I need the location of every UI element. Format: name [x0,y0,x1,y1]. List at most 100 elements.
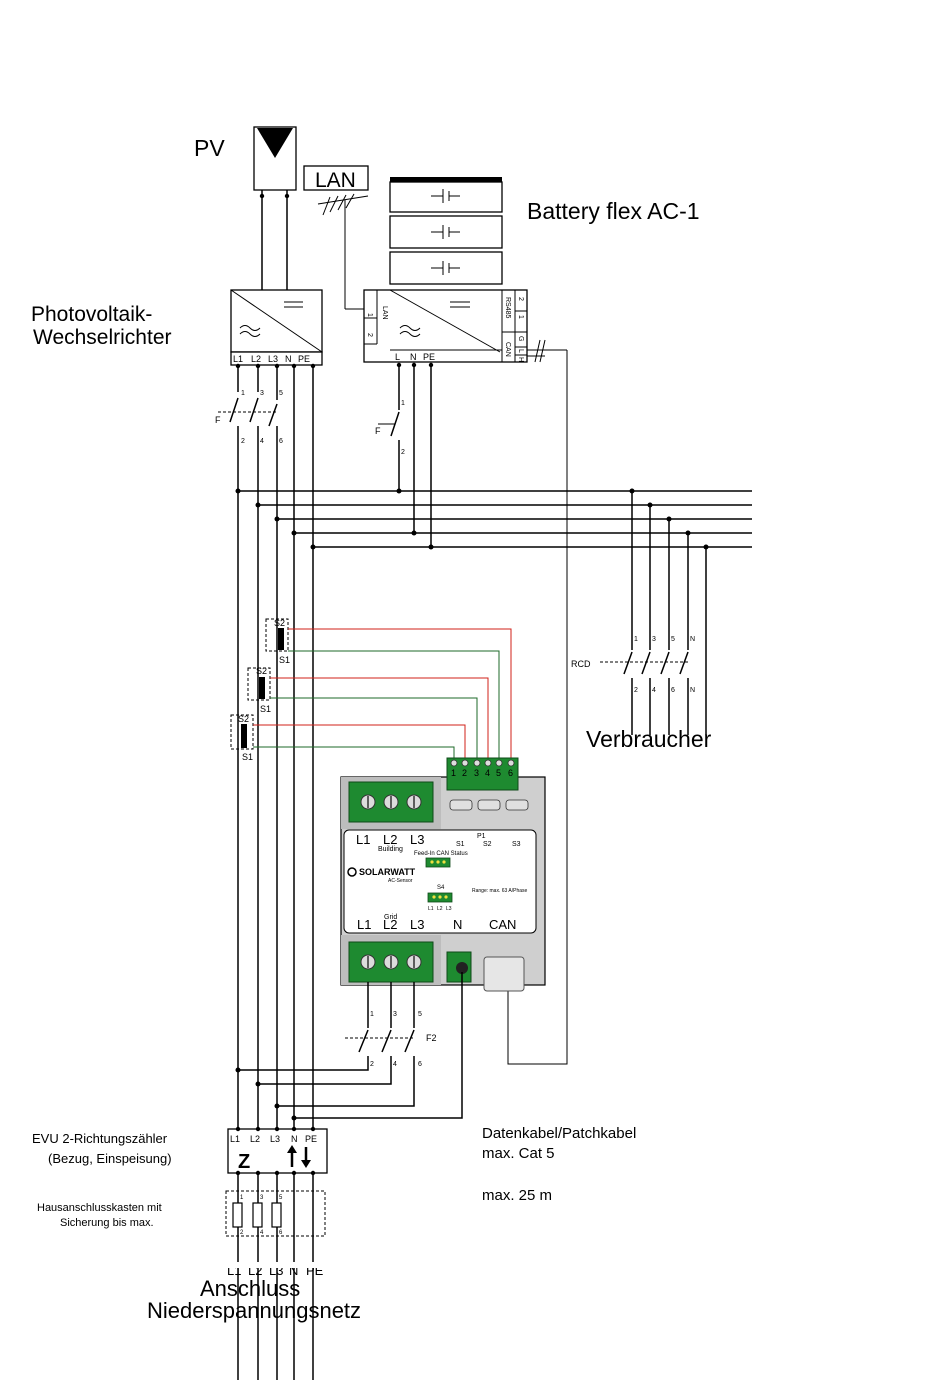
led-label-l2: L2 [437,906,443,912]
ac-sensor-module: 1 2 3 4 5 6 L1 L2 L3 Building P1 S1 S2 S… [340,757,546,992]
led-label-l3: L3 [446,906,452,912]
rcd-top-3: 3 [652,636,656,643]
fuse-f1-label: F [215,415,221,425]
house-connection-box: Hausanschlusskasten mit Sicherung bis ma… [37,1190,326,1237]
module-p1-label: P1 [477,833,486,840]
inverter-terminal-n: N [285,354,292,364]
module-button-3[interactable] [505,799,529,811]
battery-stack: Battery flex AC-1 [389,177,700,285]
rcd-bottom-6: 6 [671,687,675,694]
main-box-top-5: 5 [279,1195,283,1201]
main-box-title-line2: Sicherung bis max. [60,1217,154,1229]
meter-title-line2: (Bezug, Einspeisung) [48,1151,172,1166]
building-caption: Building [378,846,403,853]
module-s1-label: S1 [456,841,465,848]
meter-title-line1: EVU 2-Richtungszähler [32,1131,168,1146]
can-port[interactable] [483,956,525,992]
main-box-top-3: 3 [260,1195,264,1201]
brand-label: SOLARWATT [359,867,416,877]
rcd-bottom-n: N [690,687,695,694]
fuse-f-batt-bottom: 2 [401,449,405,456]
inverter-title-line2: Wechselrichter [33,326,172,349]
batt-inv-terminal-l: L [395,352,400,362]
fuse-f-batt-top: 1 [401,400,405,407]
batt-inv-lan-label: LAN [381,306,388,320]
energy-meter: EVU 2-Richtungszähler (Bezug, Einspeisun… [32,1126,328,1176]
pv-label: PV [194,135,225,161]
fuse-f2-bottom-4: 4 [393,1061,397,1068]
main-box-bottom-4: 4 [260,1230,264,1236]
led-label-l1: L1 [428,906,434,912]
sensor-input-pin-1: 1 [451,768,456,778]
lan-label: LAN [315,169,356,192]
grid-label-l3: L3 [410,917,424,932]
status-caption: Feed-In CAN Status [414,851,468,857]
batt-inv-rs485-label: RS485 [504,297,511,319]
main-box-top-1: 1 [240,1195,244,1201]
fuse-f2-top-5: 5 [418,1011,422,1018]
fuse-f2: F2 1 3 5 2 4 6 [235,972,463,1121]
fuse-f1-bottom-6: 6 [279,438,283,445]
cable-line2: max. Cat 5 [482,1145,555,1162]
rcd-top-n: N [690,636,695,643]
grid-label-l2: L2 [383,917,397,932]
main-box-title-line1: Hausanschlusskasten mit [37,1202,162,1214]
fuse-f1-top-3: 3 [260,390,264,397]
module-s4-label: S4 [437,885,445,891]
rcd-bottom-4: 4 [652,687,656,694]
main-box-bottom-6: 6 [279,1230,283,1236]
batt-inv-can-pin-h: H [517,357,524,362]
building-label-l3: L3 [410,832,424,847]
rcd-top-5: 5 [671,636,675,643]
sensor-l3-s2: S2 [274,618,285,628]
sensor-l1-s2: S2 [238,714,249,724]
module-button-2[interactable] [477,799,501,811]
grid-caption: Grid [384,914,397,921]
fuse-f2-bottom-6: 6 [418,1061,422,1068]
pv-inverter: Photovoltaik- Wechselrichter L1 L2 L3 N … [31,289,323,369]
fuse-f1: F 1 3 5 2 4 6 [215,366,314,1380]
meter-terminal-pe: PE [305,1134,317,1144]
inverter-title-line1: Photovoltaik- [31,303,152,326]
grid-title-line1: Anschluss [200,1276,300,1301]
bidirectional-arrow-icon [287,1145,311,1168]
current-sensors: S2 S1 S2 S1 S2 S1 [230,618,512,762]
sensor-l3-s1: S1 [279,655,290,665]
cable-note: Datenkabel/Patchkabel max. Cat 5 max. 25… [482,1125,636,1204]
meter-terminal-l1: L1 [230,1134,240,1144]
module-s3-label: S3 [512,841,521,848]
module-n-label: N [453,917,462,932]
fuse-f-batt-label: F [375,426,381,436]
fuse-f1-bottom-2: 2 [241,438,245,445]
fuse-f1-bottom-4: 4 [260,438,264,445]
fuse-f1-top-5: 5 [279,390,283,397]
inverter-terminal-l2: L2 [251,354,261,364]
meter-terminal-l2: L2 [250,1134,260,1144]
fuse-f2-bottom-2: 2 [370,1061,374,1068]
rcd: RCD 1 3 5 N 2 4 6 N Verbraucher [571,491,712,752]
batt-inv-can-pin-g: G [517,336,524,341]
batt-inv-rs485-pin1: 1 [517,315,524,319]
rcd-top-1: 1 [634,636,638,643]
batt-inv-can-pin-l: L [517,349,524,353]
module-front-panel [343,829,537,934]
sensor-l1-s1: S1 [242,752,253,762]
fuse-f2-label: F2 [426,1033,437,1043]
building-label-l2: L2 [383,832,397,847]
battery-title: Battery flex AC-1 [527,198,700,224]
building-label-l1: L1 [356,832,370,847]
fuse-f1-top-1: 1 [241,390,245,397]
batt-inv-terminal-n: N [410,352,417,362]
sensor-input-pin-6: 6 [508,768,513,778]
module-can-label: CAN [489,917,516,932]
inverter-terminal-l1: L1 [233,354,243,364]
sensor-input-pin-2: 2 [462,768,467,778]
grid-label-l1: L1 [357,917,371,932]
sensor-l2-s2: S2 [256,666,267,676]
module-button-1[interactable] [449,799,473,811]
cable-line3: max. 25 m [482,1187,552,1204]
main-box-bottom-2: 2 [240,1230,244,1236]
cable-line1: Datenkabel/Patchkabel [482,1125,636,1142]
fuse-f2-top-3: 3 [393,1011,397,1018]
